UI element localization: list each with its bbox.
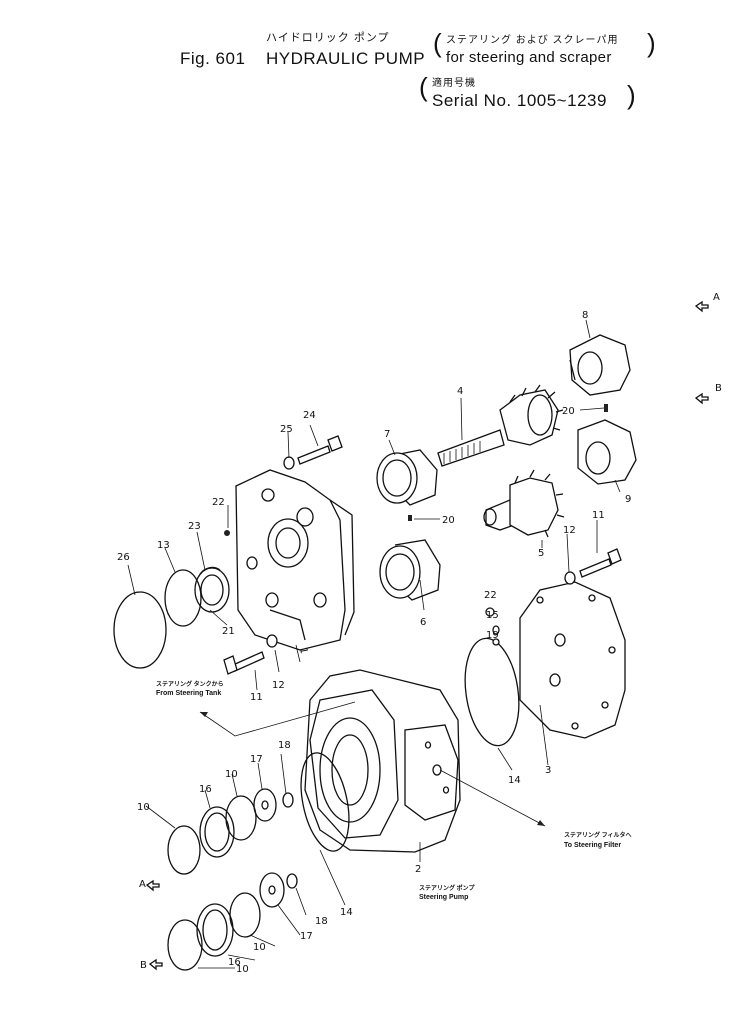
rear-cover-part	[519, 581, 626, 739]
o-ring-26	[113, 591, 167, 669]
marker-a-bottom: A	[139, 879, 160, 892]
bushing-8-part	[569, 334, 631, 396]
figure-title: HYDRAULIC PUMP	[266, 49, 426, 68]
part-number-6: 6	[420, 617, 426, 628]
paren-close-2: )	[627, 80, 636, 110]
washer-17-lower	[259, 872, 285, 908]
washer-17-upper	[253, 788, 277, 822]
part-number-20-right: 20	[562, 406, 575, 417]
part-number-22-left: 22	[212, 497, 225, 508]
washer-12-right	[564, 571, 576, 585]
part-number-7: 7	[384, 429, 390, 440]
marker-b-top-label: B	[715, 383, 722, 394]
part-number-22-right: 22	[484, 590, 497, 601]
part-number-23: 23	[188, 521, 201, 532]
part-number-15: 15	[486, 610, 499, 621]
part-number-19: 19	[486, 630, 499, 641]
usage-text: for steering and scraper	[446, 49, 612, 66]
bushing-9-part	[577, 419, 637, 485]
pump-japanese: ステアリング ポンプ	[419, 886, 475, 892]
part-number-2: 2	[415, 864, 421, 875]
part-number-1: 1	[297, 647, 309, 655]
marker-b-top: B	[694, 383, 722, 405]
o-ring-10-d	[167, 919, 203, 971]
paren-open-2: (	[419, 72, 428, 102]
serial-text: Serial No. 1005~1239	[432, 91, 607, 110]
o-ring-14-right	[464, 637, 520, 747]
paren-close-1: )	[647, 28, 656, 58]
part-number-16-lower: 16	[228, 957, 241, 968]
part-number-12-left: 12	[272, 680, 285, 691]
part-number-20-middle: 20	[442, 515, 455, 526]
part-number-13: 13	[157, 540, 170, 551]
from-tank-label: From Steering Tank	[156, 690, 222, 697]
part-number-14-left: 14	[340, 907, 353, 918]
from-tank-japanese: ステアリング タンクから	[156, 682, 224, 688]
part-number-21: 21	[222, 626, 235, 637]
bolt-11-right	[579, 548, 622, 578]
bolt-11-left	[223, 651, 265, 675]
o-ring-10-a	[225, 795, 257, 841]
part-number-25: 25	[280, 424, 293, 435]
from-tank-arrow	[199, 701, 356, 737]
to-filter-arrow	[439, 769, 546, 827]
part-number-12-right: 12	[563, 525, 576, 536]
bushing-6-part	[379, 539, 441, 601]
part-number-4: 4	[457, 386, 463, 397]
part-number-10-b: 10	[137, 802, 150, 813]
part-number-3: 3	[545, 765, 551, 776]
plug-18-lower	[286, 873, 298, 889]
part-number-14-right: 14	[508, 775, 521, 786]
washer-15	[492, 625, 500, 635]
paren-open-1: (	[433, 28, 442, 58]
o-ring-10-c	[229, 892, 261, 938]
part-number-9: 9	[625, 494, 631, 505]
to-filter-label: To Steering Filter	[564, 842, 622, 849]
washer-12-left	[266, 634, 278, 648]
o-ring-19	[492, 638, 500, 646]
bolt-24-part	[297, 435, 343, 465]
plug-22-left	[224, 530, 230, 536]
o-ring-14-left	[300, 752, 350, 852]
marker-b-bottom: B	[140, 958, 163, 971]
front-cover-part	[235, 469, 355, 651]
part-number-18-upper: 18	[278, 740, 291, 751]
pin-20-right	[604, 404, 608, 412]
part-number-10-c: 10	[253, 942, 266, 953]
part-number-10-d: 10	[236, 964, 249, 975]
bushing-7-part	[376, 449, 438, 506]
plug-22-right	[485, 607, 495, 617]
part-number-18-lower: 18	[315, 916, 328, 927]
o-ring-13	[164, 569, 202, 627]
marker-a-top-label: A	[713, 292, 720, 303]
pump-body-part	[304, 669, 461, 853]
marker-b-bottom-label: B	[140, 960, 147, 971]
part-number-16-upper: 16	[199, 784, 212, 795]
part-number-11-left: 11	[250, 692, 263, 703]
part-number-5: 5	[538, 548, 544, 559]
driven-gear-part	[483, 469, 565, 538]
marker-a-top: A	[694, 292, 720, 313]
part-number-17-lower: 17	[300, 931, 313, 942]
washer-25	[283, 456, 295, 470]
part-number-11-right: 11	[592, 510, 605, 521]
part-number-8: 8	[582, 310, 588, 321]
usage-japanese: ステアリング および スクレーパ用	[446, 35, 619, 46]
serial-japanese: 適用号機	[432, 78, 476, 89]
part-number-26: 26	[117, 552, 130, 563]
pump-label: Steering Pump	[419, 894, 469, 901]
part-number-17-upper: 17	[250, 754, 263, 765]
part-number-10-a: 10	[225, 769, 238, 780]
figure-label: Fig. 601	[180, 49, 246, 68]
pin-20-middle	[408, 515, 412, 521]
o-ring-10-b	[167, 825, 201, 875]
marker-a-bottom-label: A	[139, 879, 146, 890]
plug-18-upper	[282, 792, 294, 808]
to-filter-japanese: ステアリング フィルタへ	[564, 833, 632, 839]
drive-gear-shaft-part	[437, 384, 564, 467]
title-japanese: ハイドロリック ポンプ	[266, 32, 390, 44]
part-number-24: 24	[303, 410, 316, 421]
